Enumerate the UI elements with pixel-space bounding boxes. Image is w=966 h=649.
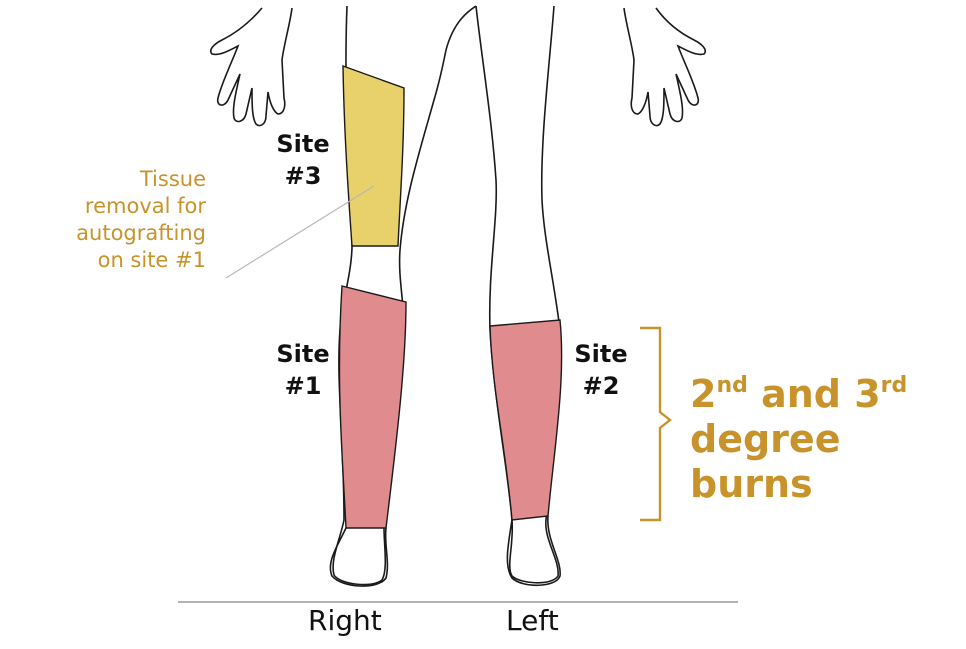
- left-hand: [624, 8, 705, 126]
- burns-label-line3: burns: [690, 462, 960, 507]
- right-hand: [211, 8, 292, 126]
- burns-label-line2: degree: [690, 417, 960, 462]
- site3-label-line2: #3: [268, 160, 338, 192]
- burns-label-line1: 2nd and 3rd: [690, 372, 960, 417]
- site2-label-line1: Site: [566, 338, 636, 370]
- site1-region: [339, 286, 406, 528]
- site1-label: Site #1: [268, 338, 338, 402]
- site3-label: Site #3: [268, 128, 338, 192]
- burns-label: 2nd and 3rd degree burns: [690, 372, 960, 507]
- site3-region: [343, 66, 404, 246]
- site1-label-line2: #1: [268, 370, 338, 402]
- annotation-line4: on site #1: [60, 247, 206, 274]
- site2-region: [490, 320, 562, 520]
- burns-bracket: [640, 328, 670, 520]
- right-side-label: Right: [308, 604, 382, 637]
- left-side-label: Left: [506, 604, 559, 637]
- burns-sup-rd: rd: [881, 373, 908, 398]
- annotation-line3: autografting: [60, 220, 206, 247]
- burns-mid: and 3: [748, 372, 881, 416]
- site2-label: Site #2: [566, 338, 636, 402]
- annotation-line1: Tissue: [60, 166, 206, 193]
- burns-sup-nd: nd: [716, 373, 747, 398]
- site3-label-line1: Site: [268, 128, 338, 160]
- site2-label-line2: #2: [566, 370, 636, 402]
- site1-label-line1: Site: [268, 338, 338, 370]
- annotation-line2: removal for: [60, 193, 206, 220]
- inner-leg-line: [446, 6, 476, 50]
- tissue-removal-annotation: Tissue removal for autografting on site …: [60, 166, 206, 274]
- burns-num-2: 2: [690, 372, 716, 416]
